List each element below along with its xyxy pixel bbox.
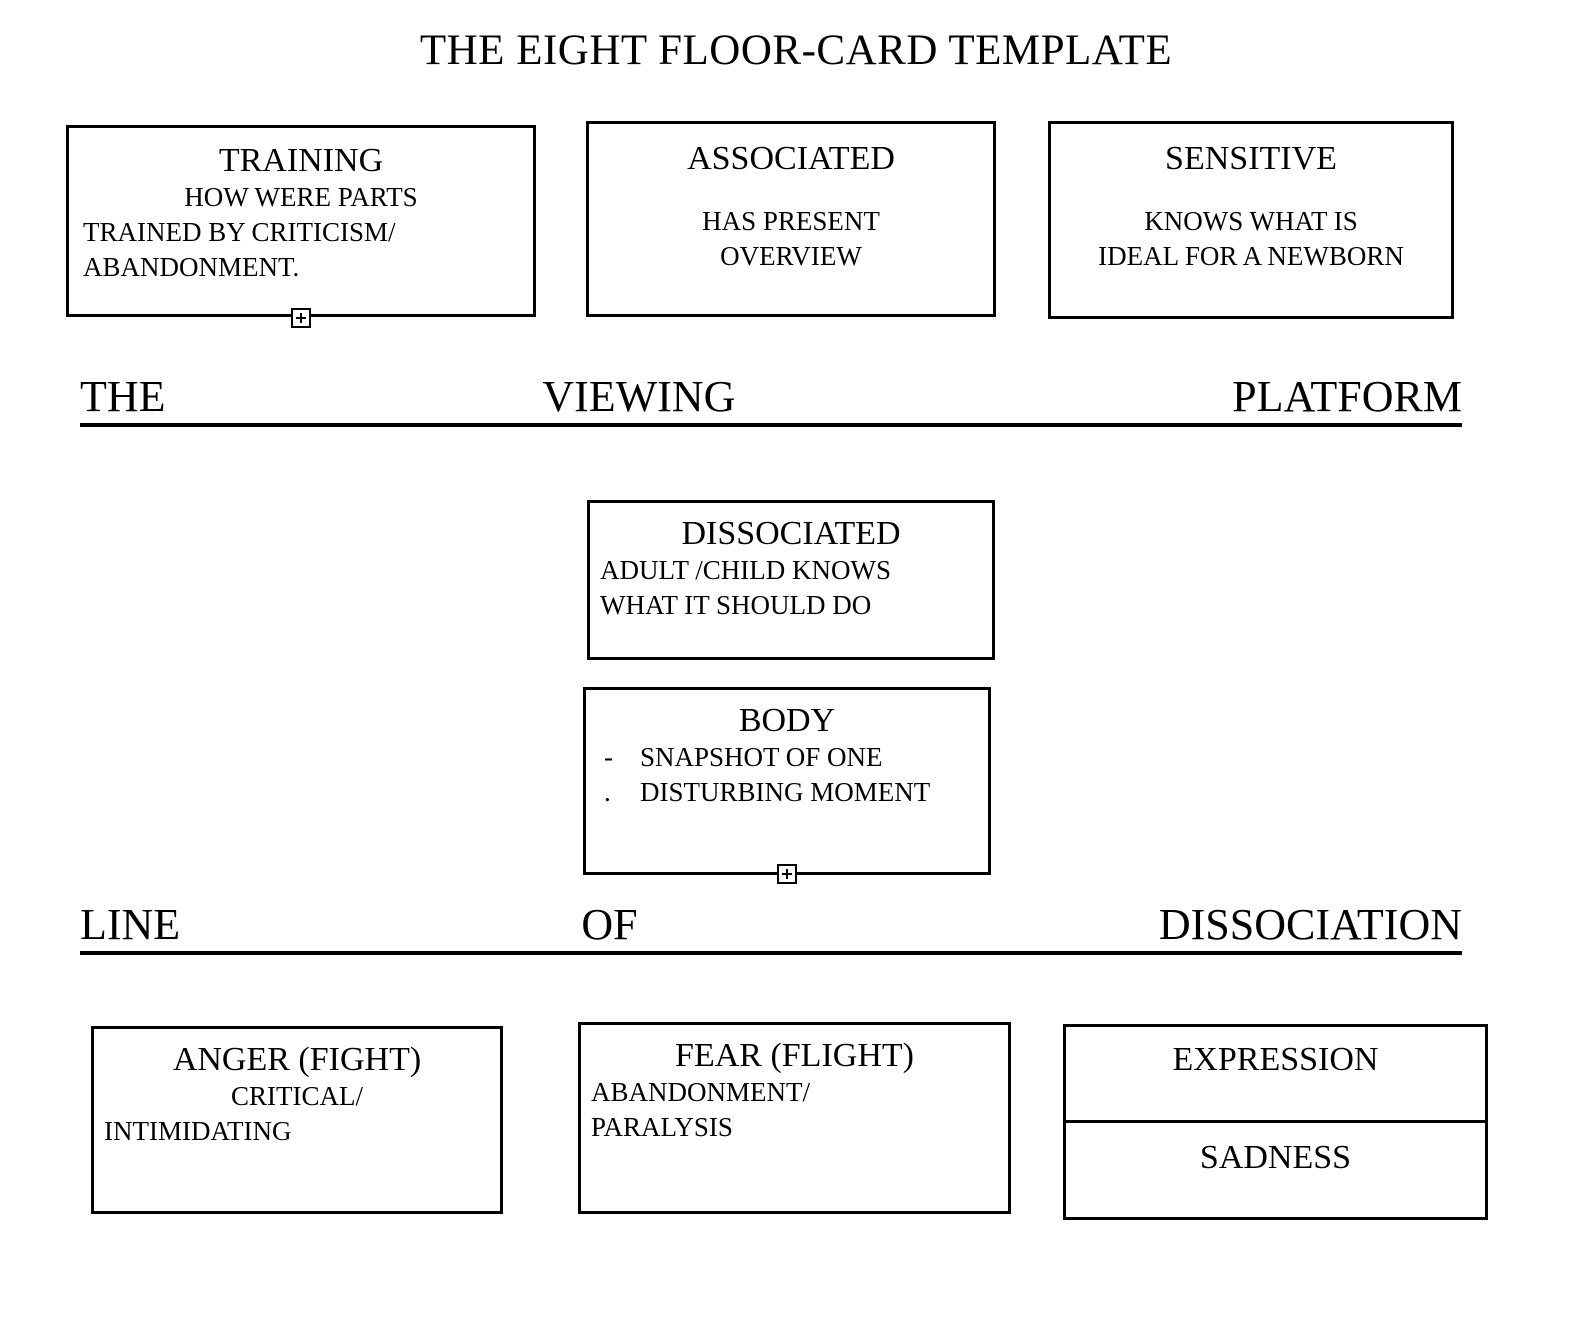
card-body-bullet-1-mark: - (604, 742, 613, 773)
card-training-body: HOW WERE PARTS TRAINED BY CRITICISM/ ABA… (83, 180, 519, 285)
card-training-line-2: TRAINED BY CRITICISM/ (83, 217, 396, 248)
card-body-bullet-1-text: SNAPSHOT OF ONE (640, 742, 883, 773)
card-body-title: BODY (738, 702, 836, 739)
card-sadness-label: SADNESS (1199, 1138, 1352, 1176)
card-body-bullet-2-mark: . (604, 777, 611, 808)
card-body-bullet-2-text: DISTURBING MOMENT (640, 777, 931, 808)
card-associated-line-1: HAS PRESENT (702, 206, 880, 237)
card-anger-line-1: CRITICAL/ (231, 1081, 363, 1112)
card-body-bullet-1: - SNAPSHOT OF ONE (594, 740, 980, 775)
card-sensitive-line-2: IDEAL FOR A NEWBORN (1098, 241, 1404, 272)
card-associated-spacer (601, 178, 981, 204)
card-sadness-cell[interactable]: SADNESS (1066, 1123, 1485, 1218)
card-expression-label: EXPRESSION (1172, 1041, 1379, 1078)
card-associated-title: ASSOCIATED (687, 140, 895, 177)
card-associated[interactable]: ASSOCIATED HAS PRESENT OVERVIEW (586, 121, 996, 317)
card-body[interactable]: BODY - SNAPSHOT OF ONE . DISTURBING MOME… (583, 687, 991, 875)
card-fear[interactable]: FEAR (FLIGHT) ABANDONMENT/ PARALYSIS (578, 1022, 1011, 1214)
card-associated-body: HAS PRESENT OVERVIEW (601, 178, 981, 274)
card-associated-line-2: OVERVIEW (720, 241, 862, 272)
card-sensitive-body: KNOWS WHAT IS IDEAL FOR A NEWBORN (1059, 178, 1443, 274)
card-fear-line-1: ABANDONMENT/ (591, 1077, 810, 1108)
banner-line-of-dissociation-word-left: LINE (80, 900, 181, 949)
page-title: THE EIGHT FLOOR-CARD TEMPLATE (419, 27, 1173, 74)
banner-viewing-platform-word-left: THE (80, 372, 166, 421)
card-anger-line-2: INTIMIDATING (104, 1116, 292, 1147)
card-body-list: - SNAPSHOT OF ONE . DISTURBING MOMENT (594, 740, 980, 810)
banner-line-of-dissociation: LINE OF DISSOCIATION (80, 903, 1462, 955)
banner-line-of-dissociation-word-middle: OF (581, 900, 638, 949)
card-training-title: TRAINING (218, 142, 384, 179)
card-sensitive[interactable]: SENSITIVE KNOWS WHAT IS IDEAL FOR A NEWB… (1048, 121, 1454, 319)
card-body-bullet-2: . DISTURBING MOMENT (594, 775, 980, 810)
card-anger-body: CRITICAL/ INTIMIDATING (104, 1079, 490, 1149)
card-fear-title: FEAR (FLIGHT) (675, 1037, 914, 1074)
card-sensitive-line-1: KNOWS WHAT IS (1144, 206, 1358, 237)
card-dissociated-line-2: WHAT IT SHOULD DO (600, 590, 872, 621)
banner-line-of-dissociation-word-right: DISSOCIATION (1158, 900, 1462, 949)
resize-handle-body[interactable] (777, 864, 797, 884)
banner-viewing-platform: THE VIEWING PLATFORM (80, 375, 1462, 427)
card-fear-line-2: PARALYSIS (591, 1112, 733, 1143)
card-sensitive-title: SENSITIVE (1165, 140, 1337, 177)
card-training[interactable]: TRAINING HOW WERE PARTS TRAINED BY CRITI… (66, 125, 536, 317)
card-dissociated-body: ADULT /CHILD KNOWS WHAT IT SHOULD DO (600, 553, 982, 623)
card-anger[interactable]: ANGER (FIGHT) CRITICAL/ INTIMIDATING (91, 1026, 503, 1214)
card-dissociated-line-1: ADULT /CHILD KNOWS (600, 555, 892, 586)
card-training-line-3: ABANDONMENT. (83, 252, 300, 283)
card-dissociated-title: DISSOCIATED (681, 515, 901, 552)
card-dissociated[interactable]: DISSOCIATED ADULT /CHILD KNOWS WHAT IT S… (587, 500, 995, 660)
card-anger-title: ANGER (FIGHT) (172, 1041, 422, 1078)
resize-handle-training[interactable] (291, 308, 311, 328)
card-training-line-1: HOW WERE PARTS (184, 182, 418, 213)
card-sensitive-spacer (1059, 178, 1443, 204)
card-expression-cell[interactable]: EXPRESSION (1066, 1027, 1485, 1123)
card-fear-body: ABANDONMENT/ PARALYSIS (591, 1075, 998, 1145)
banner-viewing-platform-word-middle: VIEWING (542, 372, 736, 421)
card-expression-sadness[interactable]: EXPRESSION SADNESS (1063, 1024, 1488, 1220)
banner-viewing-platform-word-right: PLATFORM (1232, 372, 1462, 421)
